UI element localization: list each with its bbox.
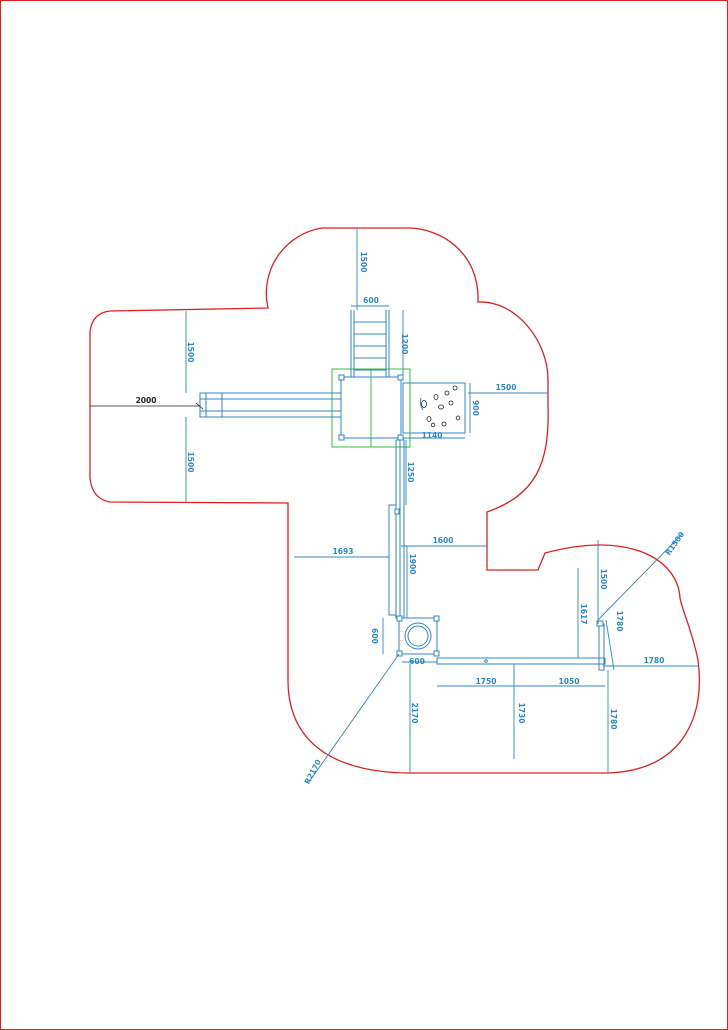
dim-label-post-top: 1500 xyxy=(599,569,608,590)
horizontal-beam xyxy=(436,620,606,671)
dim-label-wall-clearance: 1500 xyxy=(496,383,517,392)
dim-label-slide-side-top: 1500 xyxy=(186,342,195,363)
dim-label-bridge-length: 1900 xyxy=(408,554,417,575)
lower-tower xyxy=(396,615,440,657)
dim-label-wall-depth: 900 xyxy=(471,400,480,416)
dim-label-bridge-upper: 1250 xyxy=(406,462,415,483)
dim-label-ladder-length: 1200 xyxy=(400,334,409,355)
dim-label-tower-side: 600 xyxy=(370,628,379,644)
dim-label-lower-vertical: 2170 xyxy=(410,703,419,724)
safety-zone-outline xyxy=(89,227,701,774)
dim-label-right-vertical: 1780 xyxy=(609,709,618,730)
dim-label-wall-width: 1140 xyxy=(422,431,443,440)
dim-label-beam-drop: 1730 xyxy=(517,703,526,724)
dim-label-beam-right: 1050 xyxy=(559,677,580,686)
dim-label-post-side: 1780 xyxy=(615,611,624,632)
dimension-labels: 1500 600 1200 1500 1500 2000 1500 900 11… xyxy=(136,252,687,786)
dimension-lines xyxy=(185,228,698,783)
dim-label-right-clearance: 1780 xyxy=(644,656,665,665)
slide xyxy=(199,392,342,418)
dim-label-beam-left: 1750 xyxy=(476,677,497,686)
dim-label-bridge-left: 1693 xyxy=(333,547,354,556)
dim-label-bridge-right: 1600 xyxy=(433,536,454,545)
bridge xyxy=(388,439,405,619)
dim-label-radius-lower-left: R2170 xyxy=(303,758,323,786)
platform-footprint xyxy=(331,368,411,448)
climbing-wall xyxy=(402,382,466,434)
dim-label-slide-side-bottom: 1500 xyxy=(186,452,195,473)
overall-dimension-line xyxy=(90,402,204,410)
dim-label-stair-top: 1500 xyxy=(359,252,368,273)
dim-label-ladder-width: 600 xyxy=(363,296,379,305)
dim-label-slide-overall: 2000 xyxy=(136,396,157,405)
ladder xyxy=(350,310,390,377)
dim-label-post-inner: 1617 xyxy=(579,604,588,625)
dim-label-tower-bottom: 600 xyxy=(409,657,425,666)
dim-label-radius-upper-right: R1500 xyxy=(664,530,687,557)
